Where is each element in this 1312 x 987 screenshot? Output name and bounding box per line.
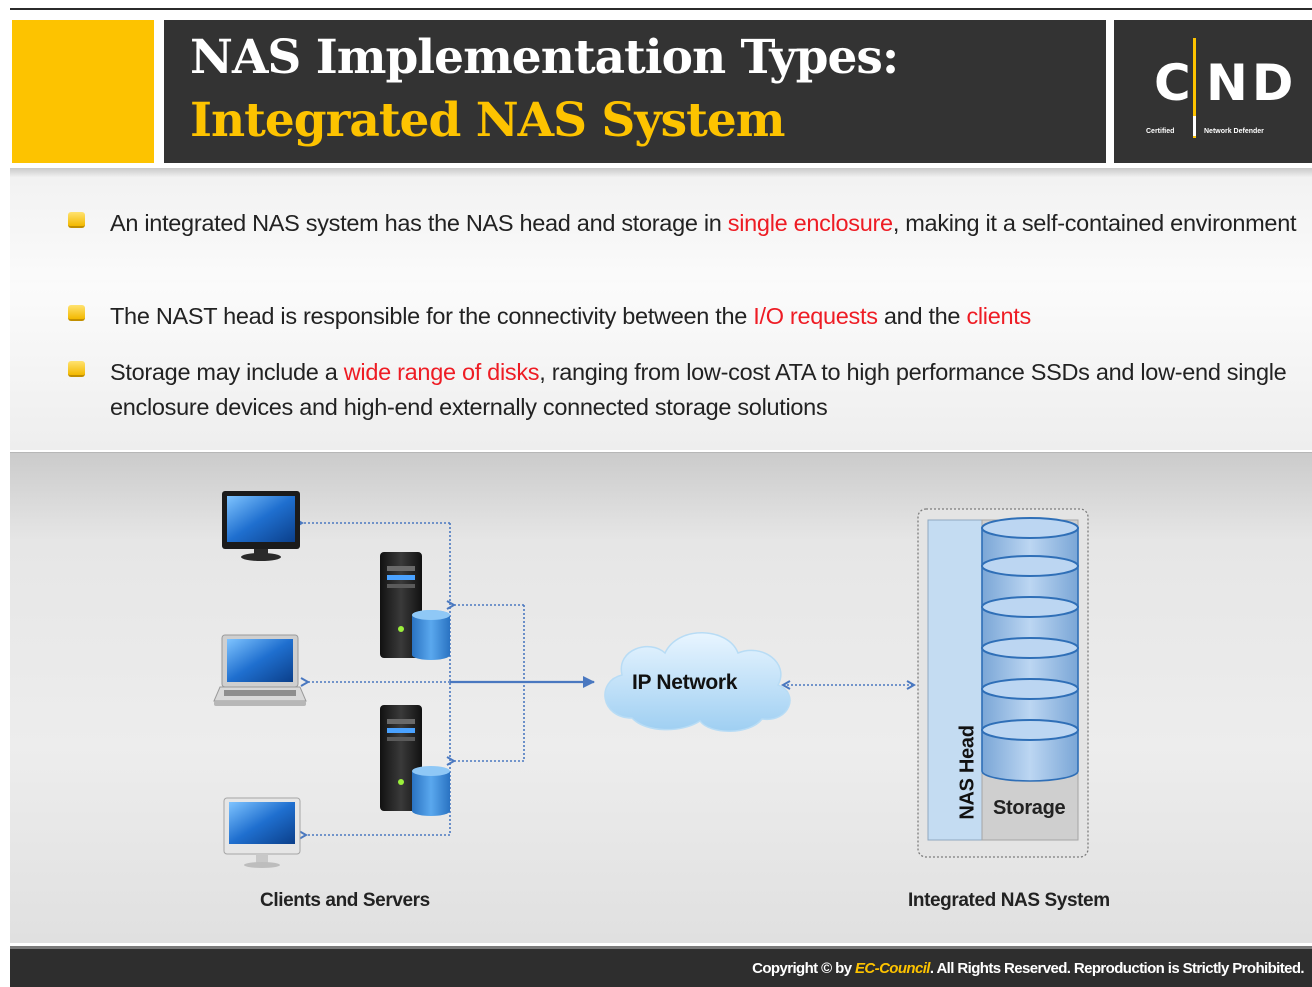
- bullet-highlight: single enclosure: [727, 210, 893, 236]
- desktop-monitor-icon: [222, 491, 300, 561]
- bullet-marker-icon: [68, 212, 85, 228]
- logo-letters-nd: ND: [1206, 54, 1298, 112]
- header-shadow: [10, 168, 1312, 178]
- server-top-icon: [380, 552, 450, 660]
- nas-head-label: NAS Head: [956, 725, 979, 820]
- bullet-highlight: I/O requests: [753, 303, 878, 329]
- nas-head-label-wrap: NAS Head: [957, 725, 979, 819]
- bullet-text: Storage may include a wide range of disk…: [110, 355, 1310, 425]
- logo-sub-network-defender: Network Defender: [1204, 128, 1264, 135]
- clients-servers-caption: Clients and Servers: [260, 890, 430, 911]
- logo-sub-certified: Certified: [1146, 128, 1175, 135]
- storage-disk-stack-icon: [981, 517, 1079, 782]
- top-rule: [10, 8, 1312, 10]
- copyright-prefix: Copyright © by: [752, 960, 856, 977]
- copyright-notice: Copyright © by EC-Council. All Rights Re…: [752, 960, 1304, 977]
- logo-letter-c: C: [1154, 54, 1191, 112]
- bullet-list: An integrated NAS system has the NAS hea…: [10, 178, 1312, 450]
- bullet-text: The NAST head is responsible for the con…: [110, 299, 1310, 334]
- slide-subtitle: Integrated NAS System: [190, 93, 785, 148]
- bullet-text-part: Storage may include a: [110, 359, 344, 385]
- integrated-nas-caption: Integrated NAS System: [908, 890, 1110, 911]
- slide-title: NAS Implementation Types:: [190, 30, 899, 85]
- accent-block: [12, 20, 154, 163]
- logo-divider: [1193, 38, 1196, 138]
- ip-network-label: IP Network: [632, 671, 738, 694]
- laptop-icon: [213, 634, 307, 706]
- bullet-text-part: The NAST head is responsible for the con…: [110, 303, 754, 329]
- bullet-text-part: , ranging from low-cost ATA to high perf…: [110, 359, 1287, 420]
- copyright-suffix: . All Rights Reserved. Reproduction is S…: [929, 960, 1305, 977]
- bullet-text: An integrated NAS system has the NAS hea…: [110, 206, 1310, 241]
- bullet-marker-icon: [68, 305, 85, 321]
- bullet-highlight: clients: [966, 303, 1031, 329]
- ip-network-cloud: [604, 632, 791, 732]
- bullet-marker-icon: [68, 361, 85, 377]
- ec-council-brand: EC-Council: [855, 960, 930, 977]
- bullet-highlight: wide range of disks: [343, 359, 540, 385]
- bullet-text-part: , making it a self-contained environment: [892, 210, 1297, 236]
- logo-divider-lower: [1193, 116, 1196, 136]
- imac-icon: [223, 797, 301, 868]
- footer-bar: Copyright © by EC-Council. All Rights Re…: [10, 946, 1312, 987]
- storage-label: Storage: [993, 797, 1066, 819]
- bullet-text-part: An integrated NAS system has the NAS hea…: [110, 210, 728, 236]
- diagram-canvas: [213, 491, 1089, 868]
- server-bottom-icon: [380, 705, 450, 816]
- cnd-logo: C ND Certified Network Defender: [1114, 20, 1312, 163]
- title-banner: NAS Implementation Types: Integrated NAS…: [164, 20, 1106, 163]
- nas-diagram: IP Network NAS Head Storage Clients and …: [10, 452, 1312, 943]
- bullet-text-part: and the: [877, 303, 967, 329]
